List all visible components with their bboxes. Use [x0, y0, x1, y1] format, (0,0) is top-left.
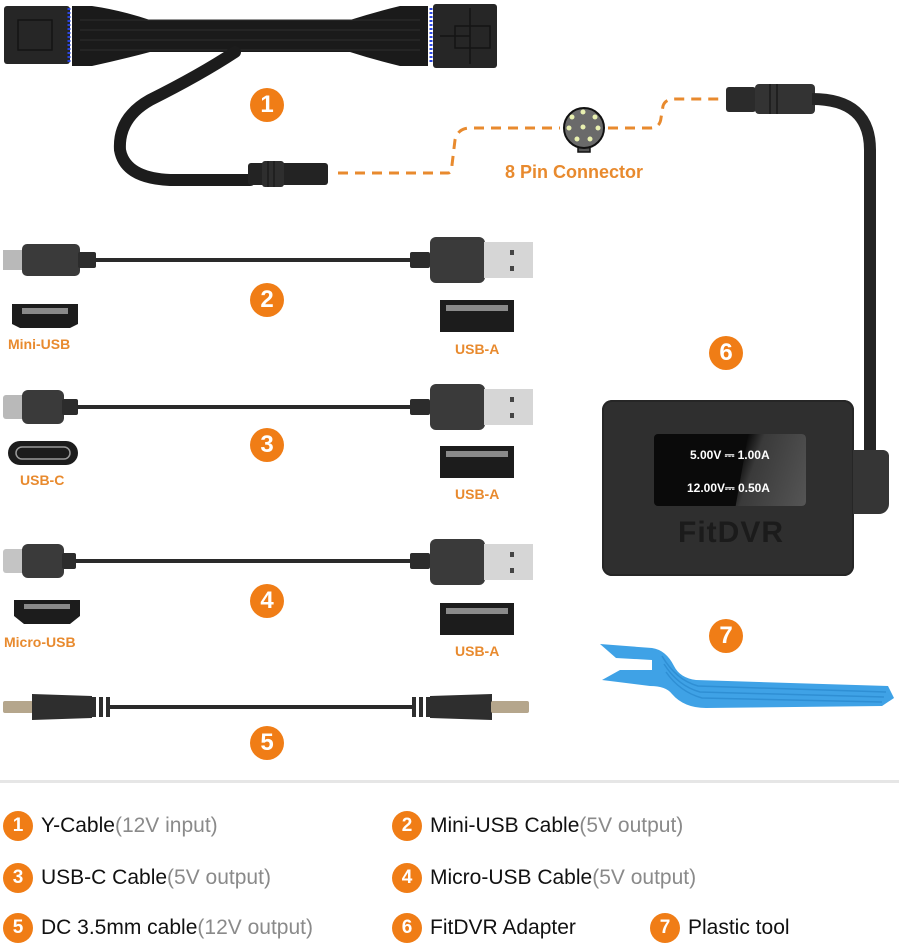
legend-divider: [0, 780, 899, 783]
y-cable-branch: [113, 46, 256, 186]
item-badge-1: 1: [250, 88, 284, 122]
legend-note-4: (5V output): [592, 866, 697, 889]
dc-plug-right: [430, 694, 492, 720]
dc-plug-left: [32, 694, 92, 720]
eight-pin-connector-label: 8 Pin Connector: [505, 162, 644, 182]
item-badge-4: 4: [250, 584, 284, 618]
y-cable-main-braid: [72, 6, 428, 66]
item-badge-7: 7: [709, 619, 743, 653]
usb-c-port-icon: [8, 441, 78, 465]
legend-item-5: 5 DC 3.5mm cable (12V output): [3, 913, 313, 943]
micro-usb-port-icon: [14, 600, 80, 624]
eight-pin-connector-icon: [563, 107, 605, 153]
item-badge-5: 5: [250, 726, 284, 760]
micro-usb-plug: [22, 544, 64, 578]
y-cable-illustration: [4, 4, 815, 187]
item-badge-3: 3: [250, 428, 284, 462]
legend-name-2: Mini-USB Cable: [430, 814, 580, 837]
legend-note-1: (12V input): [114, 814, 218, 837]
legend-item-7: 7 Plastic tool: [650, 913, 790, 943]
usb-c-plug: [22, 390, 64, 424]
item-badge-2: 2: [250, 283, 284, 317]
legend-name-4: Micro-USB Cable: [430, 866, 593, 889]
legend-name-6: FitDVR Adapter: [430, 916, 576, 939]
item-badge-6: 6: [709, 336, 743, 370]
plastic-tool-illustration: [600, 644, 894, 708]
y-cable-left-connector: [4, 6, 70, 64]
legend-item-2: 2 Mini-USB Cable (5V output): [392, 811, 683, 841]
adapter-screen: [654, 434, 806, 506]
connector-dashed-path: [338, 126, 560, 175]
legend-name-1: Y-Cable: [41, 814, 115, 837]
usb-a-plug-4: [430, 539, 485, 585]
legend-item-1: 1 Y-Cable (12V input): [3, 811, 218, 841]
y-cable-plug: [248, 163, 328, 185]
legend-badge-5: 5: [3, 913, 33, 943]
port-label-mini-usb: Mini-USB: [8, 336, 71, 352]
mini-usb-port-icon: [12, 304, 78, 328]
port-label-usb-a-3: USB-A: [455, 486, 500, 502]
usb-a-plug-2: [430, 237, 485, 283]
legend-badge-3: 3: [3, 863, 33, 893]
usb-c-cable-illustration: [3, 384, 533, 430]
mini-usb-plug: [22, 244, 80, 276]
legend-item-3: 3 USB-C Cable (5V output): [3, 863, 271, 893]
dc-cable-illustration: [3, 694, 529, 720]
legend-note-3: (5V output): [167, 866, 271, 889]
adapter-brand-logo: FitDVR: [678, 516, 784, 549]
legend-note-2: (5V output): [579, 814, 684, 837]
legend-item-4: 4 Micro-USB Cable (5V output): [392, 863, 696, 893]
legend-badge-7: 7: [650, 913, 680, 943]
port-label-usb-a-4: USB-A: [455, 643, 500, 659]
micro-usb-cable-illustration: [3, 539, 533, 585]
legend-badge-6: 6: [392, 913, 422, 943]
adapter-screen-line-1: 5.00V ⎓ 1.00A: [690, 448, 770, 462]
usb-a-plug-3: [430, 384, 485, 430]
legend-name-3: USB-C Cable: [41, 866, 168, 889]
usb-a-port-icon-2: [440, 300, 514, 332]
legend-name-5: DC 3.5mm cable: [41, 916, 198, 939]
mini-usb-cable-illustration: [3, 237, 533, 283]
port-label-usb-a-2: USB-A: [455, 341, 500, 357]
legend-item-6: 6 FitDVR Adapter: [392, 913, 576, 943]
adapter-cable-strain-relief: [853, 450, 889, 514]
fitdvr-adapter: 5.00V ⎓ 1.00A 12.00V⎓ 0.50A FitDVR: [602, 400, 854, 576]
port-label-micro-usb: Micro-USB: [4, 634, 76, 650]
usb-a-port-icon-4: [440, 603, 514, 635]
adapter-screen-line-2: 12.00V⎓ 0.50A: [687, 481, 770, 495]
legend-badge-1: 1: [3, 811, 33, 841]
usb-a-port-icon-3: [440, 446, 514, 478]
legend-note-5: (12V output): [197, 916, 313, 939]
legend-badge-2: 2: [392, 811, 422, 841]
port-label-usb-c: USB-C: [20, 472, 65, 488]
legend-badge-4: 4: [392, 863, 422, 893]
legend-name-7: Plastic tool: [688, 916, 790, 939]
adapter-cable-plug: [726, 87, 756, 112]
